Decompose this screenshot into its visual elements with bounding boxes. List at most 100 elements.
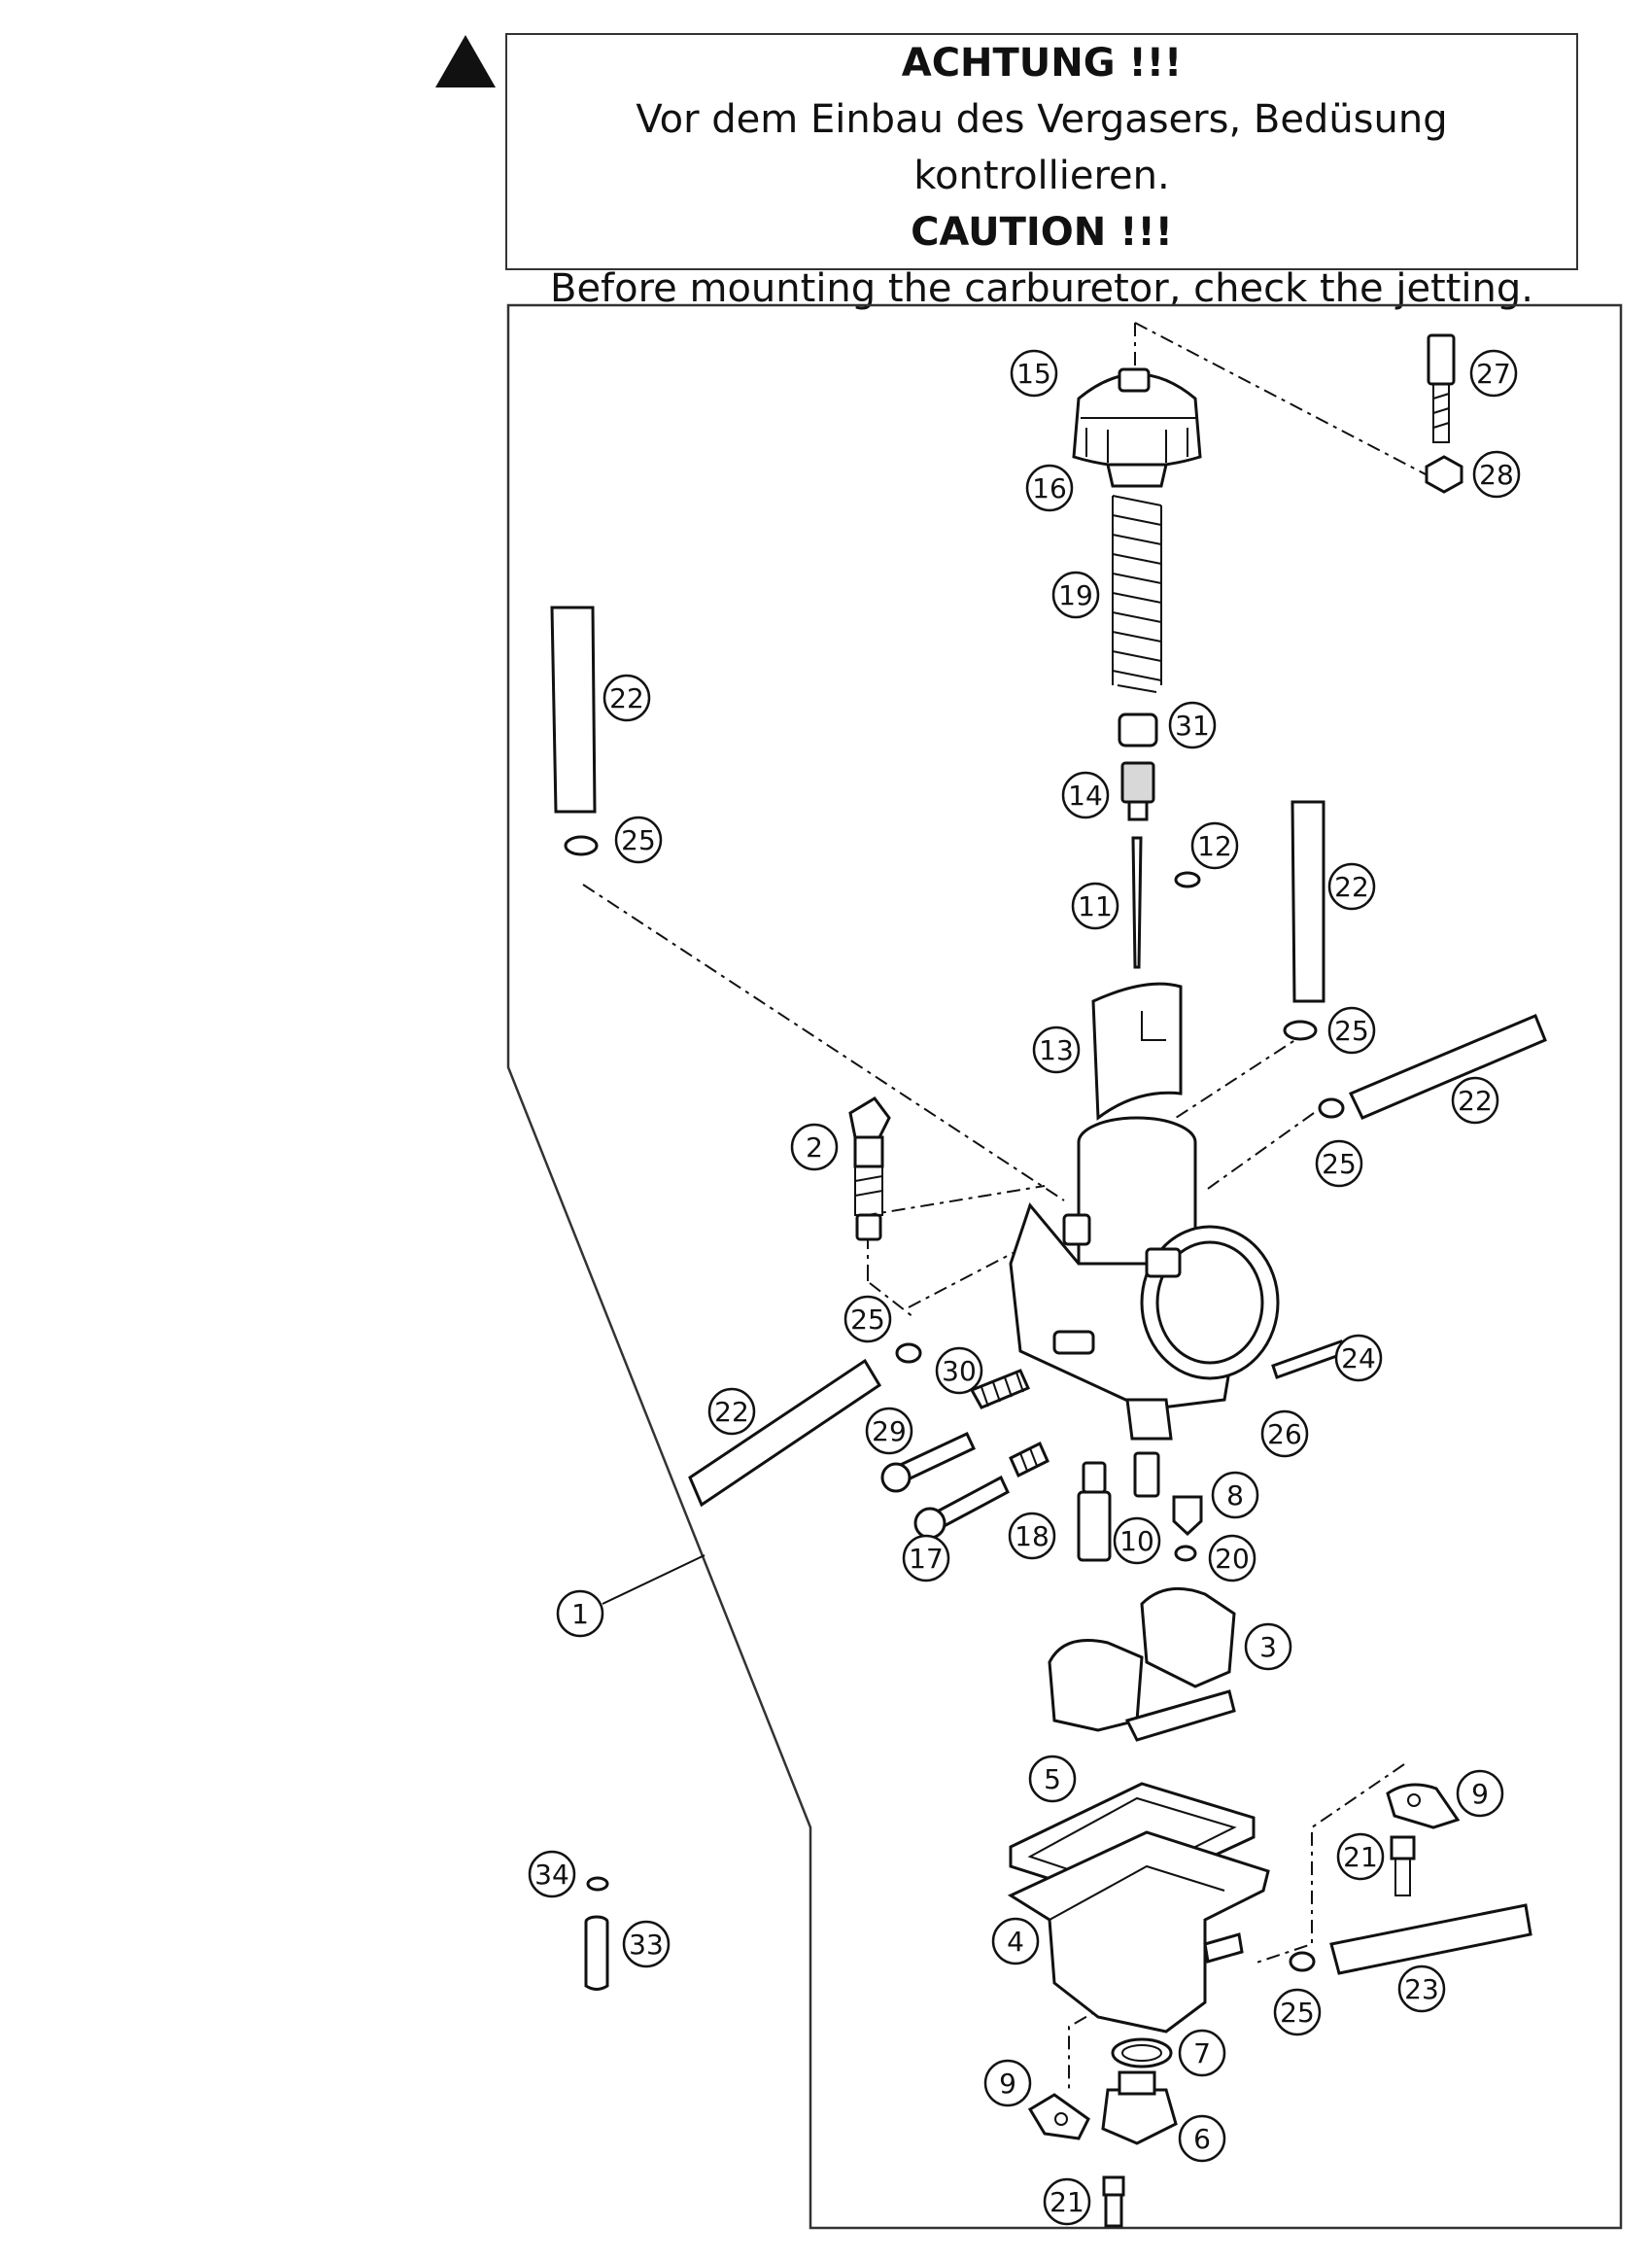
throttle-spring [1112, 495, 1162, 693]
caution-box: ACHTUNG !!! Vor dem Einbau des Vergasers… [505, 33, 1578, 311]
svg-text:25: 25 [1322, 1148, 1357, 1180]
callout-5: 5 [1028, 1755, 1077, 1803]
float-bowl [1007, 1830, 1270, 2034]
carburetor-cap [1072, 367, 1202, 488]
svg-text:22: 22 [1334, 871, 1369, 903]
pilot-jet [1133, 1451, 1160, 1498]
callout-25-e: 25 [1273, 1988, 1322, 2036]
callout-34: 34 [528, 1850, 576, 1898]
svg-text:1: 1 [571, 1598, 589, 1630]
bracket-screws [1102, 1835, 1416, 2228]
small-springs [969, 1369, 1050, 1478]
svg-text:15: 15 [1016, 358, 1051, 390]
jet-washer [1174, 1545, 1197, 1562]
svg-text:29: 29 [872, 1415, 907, 1447]
callout-25-c: 25 [1315, 1139, 1363, 1188]
carburetor-body [1009, 1116, 1280, 1441]
callout-29: 29 [865, 1407, 913, 1455]
svg-text:3: 3 [1259, 1631, 1277, 1663]
jet-needle [1131, 836, 1143, 969]
float-pin [1271, 1339, 1347, 1379]
callout-20: 20 [1208, 1534, 1256, 1582]
svg-text:25: 25 [1334, 1015, 1369, 1047]
callout-22-a: 22 [602, 674, 651, 722]
callout-25-d: 25 [843, 1295, 892, 1343]
svg-text:20: 20 [1215, 1543, 1250, 1575]
caution-heading-en: CAUTION !!! [911, 210, 1173, 255]
svg-text:9: 9 [1471, 1778, 1489, 1810]
vent-hose-2 [1291, 800, 1325, 1003]
callout-25-b: 25 [1327, 1006, 1376, 1055]
svg-text:8: 8 [1226, 1479, 1244, 1512]
svg-text:9: 9 [999, 2068, 1016, 2100]
callout-22-c: 22 [1451, 1076, 1499, 1125]
callout-12: 12 [1190, 821, 1239, 870]
svg-text:25: 25 [621, 824, 656, 856]
hose-clamps [564, 835, 1345, 1972]
svg-text:13: 13 [1039, 1034, 1074, 1066]
svg-text:4: 4 [1007, 1926, 1024, 1958]
main-jet [1172, 1495, 1203, 1537]
svg-text:18: 18 [1015, 1520, 1050, 1552]
callout-33: 33 [622, 1920, 671, 1968]
dowel-pin [584, 1915, 609, 1991]
overflow-hose [1329, 1903, 1532, 1975]
svg-text:22: 22 [609, 682, 644, 714]
callout-28: 28 [1472, 450, 1521, 499]
throttle-slide [1091, 982, 1183, 1121]
callout-24: 24 [1334, 1334, 1383, 1382]
callout-30: 30 [935, 1346, 983, 1395]
needle-jet-holder [1120, 761, 1155, 821]
svg-text:22: 22 [714, 1396, 749, 1428]
callout-18: 18 [1008, 1512, 1056, 1560]
svg-text:17: 17 [909, 1543, 944, 1575]
svg-text:22: 22 [1458, 1085, 1493, 1117]
callout-19: 19 [1051, 571, 1100, 619]
svg-text:2: 2 [806, 1131, 823, 1164]
callout-13: 13 [1032, 1026, 1081, 1074]
o-ring [1111, 2037, 1173, 2069]
svg-text:21: 21 [1343, 1841, 1378, 1873]
svg-text:14: 14 [1068, 780, 1103, 812]
callout-22-b: 22 [1327, 862, 1376, 911]
callout-27: 27 [1469, 349, 1518, 398]
float [1048, 1586, 1236, 1742]
callout-17: 17 [902, 1534, 950, 1582]
cable-brackets [1027, 1783, 1461, 2140]
svg-text:24: 24 [1341, 1342, 1376, 1374]
svg-text:5: 5 [1044, 1763, 1061, 1795]
callout-4: 4 [991, 1917, 1040, 1965]
assembly-frame [506, 303, 1623, 2230]
svg-text:25: 25 [1280, 1997, 1315, 2029]
caution-text-en: Before mounting the carburetor, check th… [550, 266, 1533, 311]
callout-25-a: 25 [614, 816, 663, 864]
svg-text:27: 27 [1476, 358, 1511, 390]
needle-clip [1174, 871, 1201, 888]
lock-nut [1425, 455, 1463, 494]
svg-text:30: 30 [942, 1355, 977, 1387]
vent-hose-4 [688, 1358, 882, 1508]
callout-16: 16 [1025, 464, 1074, 512]
svg-text:33: 33 [629, 1929, 664, 1961]
callout-8: 8 [1211, 1471, 1259, 1519]
svg-text:25: 25 [850, 1304, 885, 1336]
callout-22-d: 22 [707, 1387, 756, 1436]
caution-text-de: Vor dem Einbau des Vergasers, Bedüsung k… [636, 97, 1448, 198]
callout-26: 26 [1260, 1409, 1309, 1458]
caution-heading-de: ACHTUNG !!! [901, 41, 1183, 86]
idle-screws [880, 1432, 1010, 1540]
callout-31: 31 [1168, 701, 1217, 749]
svg-text:34: 34 [534, 1859, 569, 1891]
warning-triangle-icon [435, 35, 496, 87]
callout-10: 10 [1113, 1516, 1161, 1565]
callout-15: 15 [1010, 349, 1058, 398]
needle-jet [1077, 1461, 1112, 1562]
svg-text:19: 19 [1058, 579, 1093, 611]
svg-text:28: 28 [1479, 459, 1514, 491]
callout-23: 23 [1397, 1964, 1446, 2013]
svg-text:7: 7 [1193, 2037, 1211, 2069]
svg-text:31: 31 [1175, 710, 1210, 742]
callout-7: 7 [1178, 2029, 1226, 2077]
callout-11: 11 [1071, 882, 1119, 930]
